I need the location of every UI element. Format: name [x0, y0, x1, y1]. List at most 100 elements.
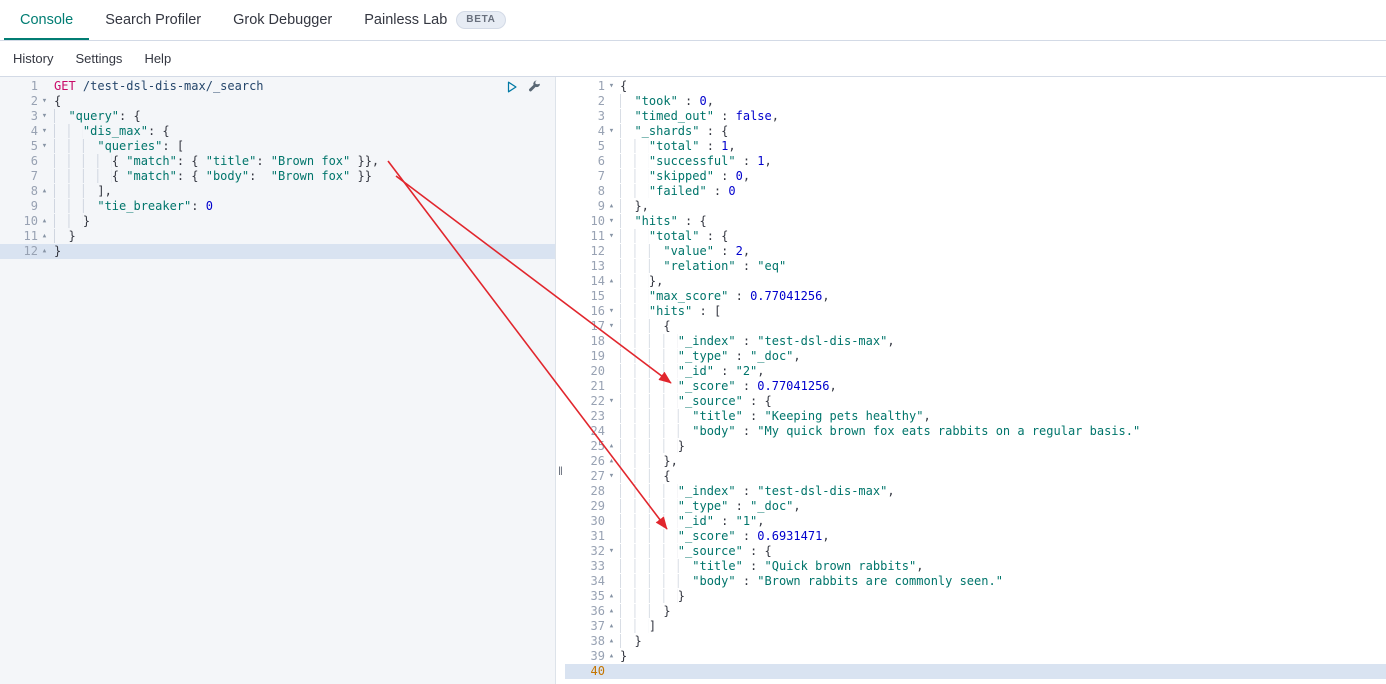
code-line-14[interactable]: 14▴ }, [565, 274, 1386, 289]
code-line-6[interactable]: 6 { "match": { "title": "Brown fox" }}, [0, 154, 555, 169]
line-number: 13 [590, 259, 605, 273]
code-line-7[interactable]: 7 { "match": { "body": "Brown fox" }} [0, 169, 555, 184]
fold-toggle-icon[interactable]: ▾ [608, 546, 615, 556]
fold-toggle-icon[interactable]: ▴ [608, 441, 615, 451]
fold-toggle-icon[interactable]: ▴ [608, 651, 615, 661]
code-line-31[interactable]: 31 "_score" : 0.6931471, [565, 529, 1386, 544]
code-line-15[interactable]: 15 "max_score" : 0.77041256, [565, 289, 1386, 304]
tab-console[interactable]: Console [4, 0, 89, 40]
code-line-39[interactable]: 39▴} [565, 649, 1386, 664]
code-line-19[interactable]: 19 "_type" : "_doc", [565, 349, 1386, 364]
code-line-23[interactable]: 23 "title" : "Keeping pets healthy", [565, 409, 1386, 424]
code-line-26[interactable]: 26▴ }, [565, 454, 1386, 469]
code-line-2[interactable]: 2▾{ [0, 94, 555, 109]
fold-toggle-icon[interactable]: ▴ [608, 456, 615, 466]
code-line-1[interactable]: 1▾{ [565, 79, 1386, 94]
code-line-11[interactable]: 11▴ } [0, 229, 555, 244]
code-line-16[interactable]: 16▾ "hits" : [ [565, 304, 1386, 319]
menu-item-settings[interactable]: Settings [75, 51, 123, 66]
tab-grok-debugger[interactable]: Grok Debugger [217, 0, 348, 40]
fold-toggle-icon[interactable]: ▴ [608, 201, 615, 211]
code-line-21[interactable]: 21 "_score" : 0.77041256, [565, 379, 1386, 394]
code-line-40[interactable]: 40 [565, 664, 1386, 679]
code-line-4[interactable]: 4▾ "_shards" : { [565, 124, 1386, 139]
fold-toggle-icon[interactable]: ▾ [41, 141, 48, 151]
code-line-28[interactable]: 28 "_index" : "test-dsl-dis-max", [565, 484, 1386, 499]
code-line-4[interactable]: 4▾ "dis_max": { [0, 124, 555, 139]
fold-toggle-icon[interactable]: ▴ [41, 246, 48, 256]
code-line-13[interactable]: 13 "relation" : "eq" [565, 259, 1386, 274]
fold-toggle-icon[interactable]: ▴ [41, 216, 48, 226]
menu-item-help[interactable]: Help [144, 51, 172, 66]
code-line-3[interactable]: 3 "timed_out" : false, [565, 109, 1386, 124]
code-line-37[interactable]: 37▴ ] [565, 619, 1386, 634]
code-line-5[interactable]: 5▾ "queries": [ [0, 139, 555, 154]
fold-toggle-icon[interactable]: ▾ [608, 216, 615, 226]
fold-toggle-icon[interactable]: ▾ [608, 321, 615, 331]
tab-painless-lab[interactable]: Painless Lab BETA [348, 0, 521, 40]
code-line-8[interactable]: 8 "failed" : 0 [565, 184, 1386, 199]
code-line-12[interactable]: 12▴} [0, 244, 555, 259]
fold-toggle-icon[interactable]: ▴ [608, 276, 615, 286]
code-text: } [618, 589, 685, 604]
line-number: 31 [590, 529, 605, 543]
code-line-35[interactable]: 35▴ } [565, 589, 1386, 604]
fold-toggle-icon[interactable]: ▾ [608, 81, 615, 91]
code-line-10[interactable]: 10▾ "hits" : { [565, 214, 1386, 229]
code-line-11[interactable]: 11▾ "total" : { [565, 229, 1386, 244]
fold-toggle-icon[interactable]: ▴ [41, 186, 48, 196]
code-line-24[interactable]: 24 "body" : "My quick brown fox eats rab… [565, 424, 1386, 439]
code-line-6[interactable]: 6 "successful" : 1, [565, 154, 1386, 169]
code-text: "_type" : "_doc", [618, 349, 801, 364]
fold-toggle-icon[interactable]: ▾ [608, 471, 615, 481]
fold-toggle-icon[interactable]: ▾ [41, 96, 48, 106]
code-line-33[interactable]: 33 "title" : "Quick brown rabbits", [565, 559, 1386, 574]
fold-toggle-icon[interactable]: ▴ [608, 621, 615, 631]
code-line-9[interactable]: 9▴ }, [565, 199, 1386, 214]
response-code-area[interactable]: 1▾{2 "took" : 0,3 "timed_out" : false,4▾… [565, 79, 1386, 679]
fold-toggle-icon[interactable]: ▾ [608, 126, 615, 136]
code-line-5[interactable]: 5 "total" : 1, [565, 139, 1386, 154]
code-line-38[interactable]: 38▴ } [565, 634, 1386, 649]
code-line-10[interactable]: 10▴ } [0, 214, 555, 229]
line-number: 5 [597, 139, 605, 153]
send-request-button[interactable] [504, 79, 520, 95]
code-line-32[interactable]: 32▾ "_source" : { [565, 544, 1386, 559]
code-line-8[interactable]: 8▴ ], [0, 184, 555, 199]
code-line-25[interactable]: 25▴ } [565, 439, 1386, 454]
code-line-7[interactable]: 7 "skipped" : 0, [565, 169, 1386, 184]
code-line-12[interactable]: 12 "value" : 2, [565, 244, 1386, 259]
code-line-18[interactable]: 18 "_index" : "test-dsl-dis-max", [565, 334, 1386, 349]
code-text: { [54, 94, 62, 108]
fold-toggle-icon[interactable]: ▾ [41, 126, 48, 136]
pane-resizer[interactable]: ‖ [555, 77, 565, 684]
code-line-22[interactable]: 22▾ "_source" : { [565, 394, 1386, 409]
code-line-2[interactable]: 2 "took" : 0, [565, 94, 1386, 109]
code-line-9[interactable]: 9 "tie_breaker": 0 [0, 199, 555, 214]
fold-toggle-icon[interactable]: ▴ [608, 606, 615, 616]
code-line-27[interactable]: 27▾ { [565, 469, 1386, 484]
code-line-3[interactable]: 3▾ "query": { [0, 109, 555, 124]
code-line-34[interactable]: 34 "body" : "Brown rabbits are commonly … [565, 574, 1386, 589]
fold-toggle-icon[interactable]: ▾ [41, 111, 48, 121]
fold-toggle-icon[interactable]: ▴ [608, 591, 615, 601]
request-options-button[interactable] [527, 79, 543, 95]
tab-search-profiler[interactable]: Search Profiler [89, 0, 217, 40]
code-line-17[interactable]: 17▾ { [565, 319, 1386, 334]
fold-toggle-icon[interactable]: ▾ [608, 396, 615, 406]
menu-item-history[interactable]: History [13, 51, 54, 66]
fold-toggle-icon[interactable]: ▴ [41, 231, 48, 241]
code-text: ] [618, 619, 656, 634]
fold-toggle-icon[interactable]: ▾ [608, 231, 615, 241]
code-line-20[interactable]: 20 "_id" : "2", [565, 364, 1386, 379]
gutter-cell: 12 [565, 244, 618, 259]
fold-toggle-icon[interactable]: ▴ [608, 636, 615, 646]
code-line-29[interactable]: 29 "_type" : "_doc", [565, 499, 1386, 514]
code-line-30[interactable]: 30 "_id" : "1", [565, 514, 1386, 529]
code-line-36[interactable]: 36▴ } [565, 604, 1386, 619]
fold-toggle-icon[interactable]: ▾ [608, 306, 615, 316]
fold-spacer [605, 514, 618, 529]
gutter-cell: 6 [0, 154, 51, 169]
